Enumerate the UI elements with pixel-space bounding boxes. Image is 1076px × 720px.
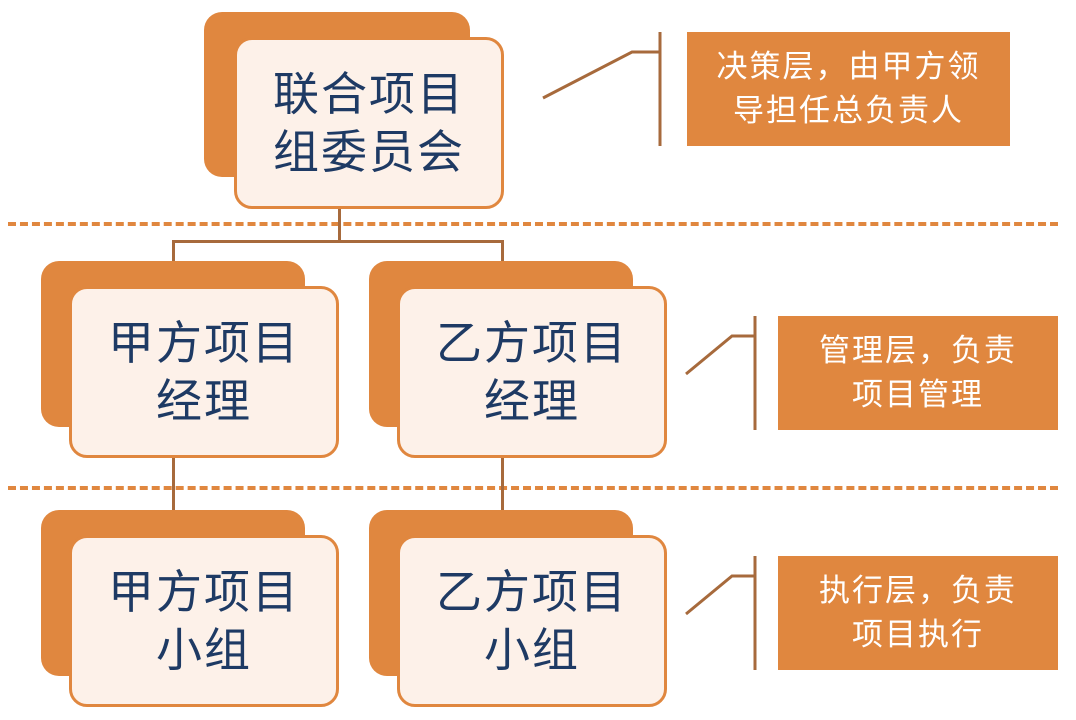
party-b-manager-node: 乙方项目 经理 xyxy=(369,261,667,458)
party-a-team-label-line1: 甲方项目 xyxy=(108,565,300,619)
watermark: 张在旺 xyxy=(932,665,1046,700)
party-a-manager-node: 甲方项目 经理 xyxy=(41,261,339,458)
layer-divider-bottom xyxy=(8,486,1058,490)
execution-layer-line1: 执行层，负责 xyxy=(819,573,1017,609)
execution-callout-bracket xyxy=(685,556,757,670)
party-a-manager-label-line2: 经理 xyxy=(156,374,252,428)
connector-party-b-manager-team xyxy=(501,458,504,510)
management-layer-line2: 项目管理 xyxy=(852,377,984,413)
decision-layer-note: 决策层，由甲方领 导担任总负责人 xyxy=(687,32,1010,146)
party-b-team-label-line2: 小组 xyxy=(484,623,580,677)
execution-layer-note: 执行层，负责 项目执行 xyxy=(778,556,1058,670)
decision-layer-line2: 导担任总负责人 xyxy=(733,93,964,129)
party-a-team-label-line2: 小组 xyxy=(156,623,252,677)
party-b-team-node: 乙方项目 小组 xyxy=(369,510,667,707)
connector-committee-down xyxy=(338,208,341,242)
watermark-text: 张在旺 xyxy=(974,671,1046,699)
management-callout-bracket xyxy=(685,316,757,430)
connector-horizontal xyxy=(172,240,504,243)
connector-party-a-manager-team xyxy=(172,458,175,510)
committee-label-line1: 联合项目 xyxy=(273,67,465,121)
party-a-team-node: 甲方项目 小组 xyxy=(41,510,339,707)
layer-divider-top xyxy=(8,222,1058,226)
party-a-manager-label-line1: 甲方项目 xyxy=(108,316,300,370)
execution-layer-line2: 项目执行 xyxy=(852,617,984,653)
management-layer-note: 管理层，负责 项目管理 xyxy=(778,316,1058,430)
connector-to-party-b-manager xyxy=(501,240,504,262)
party-b-team-label-line1: 乙方项目 xyxy=(436,565,628,619)
decision-callout-bracket xyxy=(542,32,662,146)
committee-label-line2: 组委员会 xyxy=(273,125,465,179)
decision-layer-line1: 决策层，由甲方领 xyxy=(716,49,981,85)
committee-node: 联合项目 组委员会 xyxy=(204,12,504,209)
party-b-manager-label-line2: 经理 xyxy=(484,374,580,428)
connector-to-party-a-manager xyxy=(172,240,175,262)
party-b-manager-label-line1: 乙方项目 xyxy=(436,316,628,370)
management-layer-line1: 管理层，负责 xyxy=(819,333,1017,369)
wechat-icon xyxy=(933,669,965,695)
